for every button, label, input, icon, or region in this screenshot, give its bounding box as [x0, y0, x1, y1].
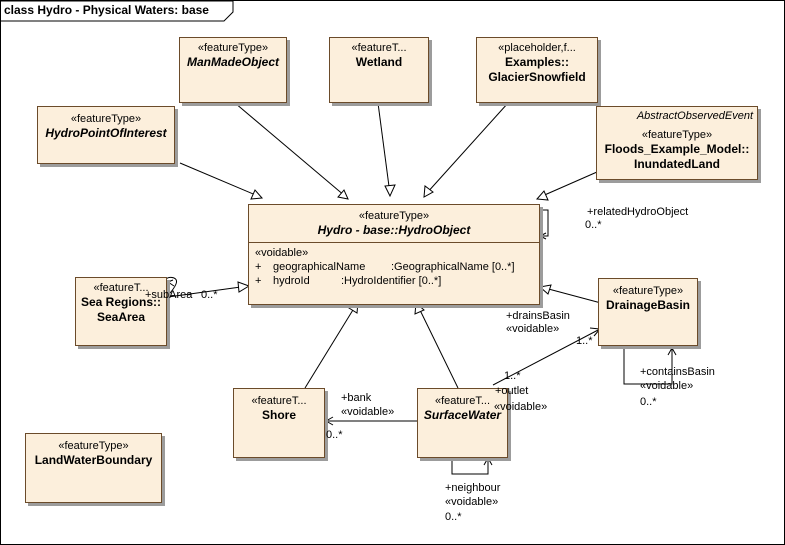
class-name: SurfaceWater	[423, 408, 502, 422]
gen-poi-line	[179, 162, 259, 197]
neighbour-multiplicity: 0..*	[445, 511, 462, 523]
class-name: DrainageBasin	[605, 298, 691, 312]
gen-surface-line	[417, 305, 459, 389]
attribute-section-label: «voidable»	[255, 247, 309, 259]
assoc-neighbour-arrow	[483, 456, 493, 466]
outlet-stereotype: «voidable»	[494, 401, 548, 413]
class-manmadeobject[interactable]: «featureType» ManMadeObject	[179, 37, 287, 103]
assoc-related-line	[540, 209, 549, 237]
attribute-row: + hydroId :HydroIdentifier [0..*]	[249, 274, 539, 288]
contains-stereotype: «voidable»	[640, 380, 694, 392]
gen-manmade-line	[234, 102, 346, 197]
gen-sea-line	[167, 285, 249, 298]
attr-name: geographicalName	[273, 261, 366, 273]
gen-surface-arrow	[414, 301, 425, 315]
bank-role-label: +bank	[341, 392, 372, 404]
class-name: Hydro - base::HydroObject	[317, 223, 471, 237]
attr-type: :HydroIdentifier [0..*]	[341, 275, 442, 287]
related-multiplicity: 0..*	[585, 219, 602, 231]
attr-type: :GeographicalName [0..*]	[391, 261, 515, 273]
gen-drainage-line	[540, 286, 602, 304]
stereotype-label: «featureType»	[358, 210, 430, 222]
contains-role-label: +containsBasin	[640, 366, 715, 378]
gen-wetland-arrow	[384, 184, 396, 198]
gen-glacier-line	[425, 102, 509, 195]
assoc-contains-line	[623, 346, 673, 385]
stereotype-label: «featureType»	[58, 440, 129, 452]
class-surfacewater[interactable]: «featureT... SurfaceWater	[417, 388, 508, 458]
neighbour-role-label: +neighbour	[445, 482, 501, 494]
gen-manmade-arrow	[337, 189, 349, 200]
assoc-related-arrow	[538, 232, 547, 240]
subarea-multiplicity: 0..*	[201, 289, 218, 301]
compartment-divider	[249, 242, 539, 243]
class-name: SeaArea	[96, 310, 146, 324]
gen-inundated-line	[539, 171, 598, 198]
class-name: Shore	[261, 408, 296, 422]
drains-multiplicity: 1..*	[576, 335, 593, 347]
stereotype-label: «featureT...	[351, 42, 407, 54]
class-shore[interactable]: «featureT... Shore	[233, 388, 325, 458]
frame-tab	[1, 0, 234, 22]
assoc-subarea-arrow	[166, 279, 175, 287]
assoc-drains-line	[492, 328, 601, 386]
class-drainagebasin[interactable]: «featureType» DrainageBasin	[598, 278, 698, 346]
assoc-contains-arrow	[667, 346, 677, 356]
class-name: HydroPointOfInterest	[45, 126, 167, 140]
abstract-event-label: AbstractObservedEvent	[636, 110, 753, 122]
class-hydroobject[interactable]: «featureType» Hydro - base::HydroObject …	[248, 204, 540, 305]
attr-visibility: +	[255, 261, 262, 273]
class-name-package: Examples::	[504, 55, 570, 69]
class-landwaterboundary[interactable]: «featureType» LandWaterBoundary	[25, 433, 162, 503]
gen-glacier-arrow	[423, 185, 434, 198]
class-glaciersnowfield[interactable]: «placeholder,f... Examples:: GlacierSnow…	[476, 37, 598, 103]
outlet-multiplicity: 1..*	[504, 370, 521, 382]
class-name: InundatedLand	[634, 157, 720, 171]
stereotype-label: «featureType»	[70, 113, 142, 125]
drains-role-label: +drainsBasin	[506, 310, 570, 322]
drains-stereotype: «voidable»	[506, 323, 560, 335]
bank-multiplicity: 0..*	[326, 429, 343, 441]
gen-poi-arrow	[250, 189, 264, 200]
gen-wetland-line	[377, 102, 391, 195]
class-name: ManMadeObject	[186, 55, 279, 69]
class-inundatedland[interactable]: AbstractObservedEvent «featureType» Floo…	[596, 106, 758, 180]
attr-visibility: +	[255, 275, 262, 287]
outlet-role-label: +outlet	[495, 385, 529, 397]
attr-name: hydroId	[273, 275, 310, 287]
neighbour-stereotype: «voidable»	[445, 496, 499, 508]
class-wetland[interactable]: «featureT... Wetland	[329, 37, 429, 103]
assoc-bank-arrow	[324, 416, 334, 426]
gen-drainage-arrow	[538, 284, 552, 295]
class-name: Wetland	[355, 55, 403, 69]
related-role-label: +relatedHydroObject	[587, 206, 689, 218]
class-name: GlacierSnowfield	[488, 70, 586, 84]
subarea-role-label: +subArea	[145, 289, 193, 301]
gen-sea-arrow	[237, 281, 251, 293]
gen-inundated-arrow	[535, 190, 549, 201]
stereotype-label: «featureT...	[93, 282, 149, 294]
frame-title: class Hydro - Physical Waters: base	[4, 3, 209, 17]
stereotype-label: «featureType»	[197, 42, 269, 54]
class-name: LandWaterBoundary	[34, 453, 153, 467]
assoc-neighbour-line	[451, 458, 489, 475]
stereotype-label: «placeholder,f...	[498, 42, 576, 54]
contains-multiplicity: 0..*	[640, 396, 657, 408]
gen-shore-line	[304, 304, 357, 389]
stereotype-label: «featureT...	[434, 395, 491, 407]
class-hydropointofinterest[interactable]: «featureType» HydroPointOfInterest	[37, 106, 175, 164]
stereotype-label: «featureT...	[251, 395, 307, 407]
stereotype-label: «featureType»	[612, 285, 684, 297]
class-name-package: Floods_Example_Model::	[604, 142, 750, 156]
attribute-row: + geographicalName :GeographicalName [0..*…	[249, 260, 539, 274]
bank-stereotype: «voidable»	[341, 406, 395, 418]
class-name-package: Sea Regions::	[80, 295, 161, 309]
class-seaarea[interactable]: «featureT... Sea Regions:: SeaArea	[75, 277, 167, 346]
stereotype-label: «featureType»	[641, 129, 713, 141]
